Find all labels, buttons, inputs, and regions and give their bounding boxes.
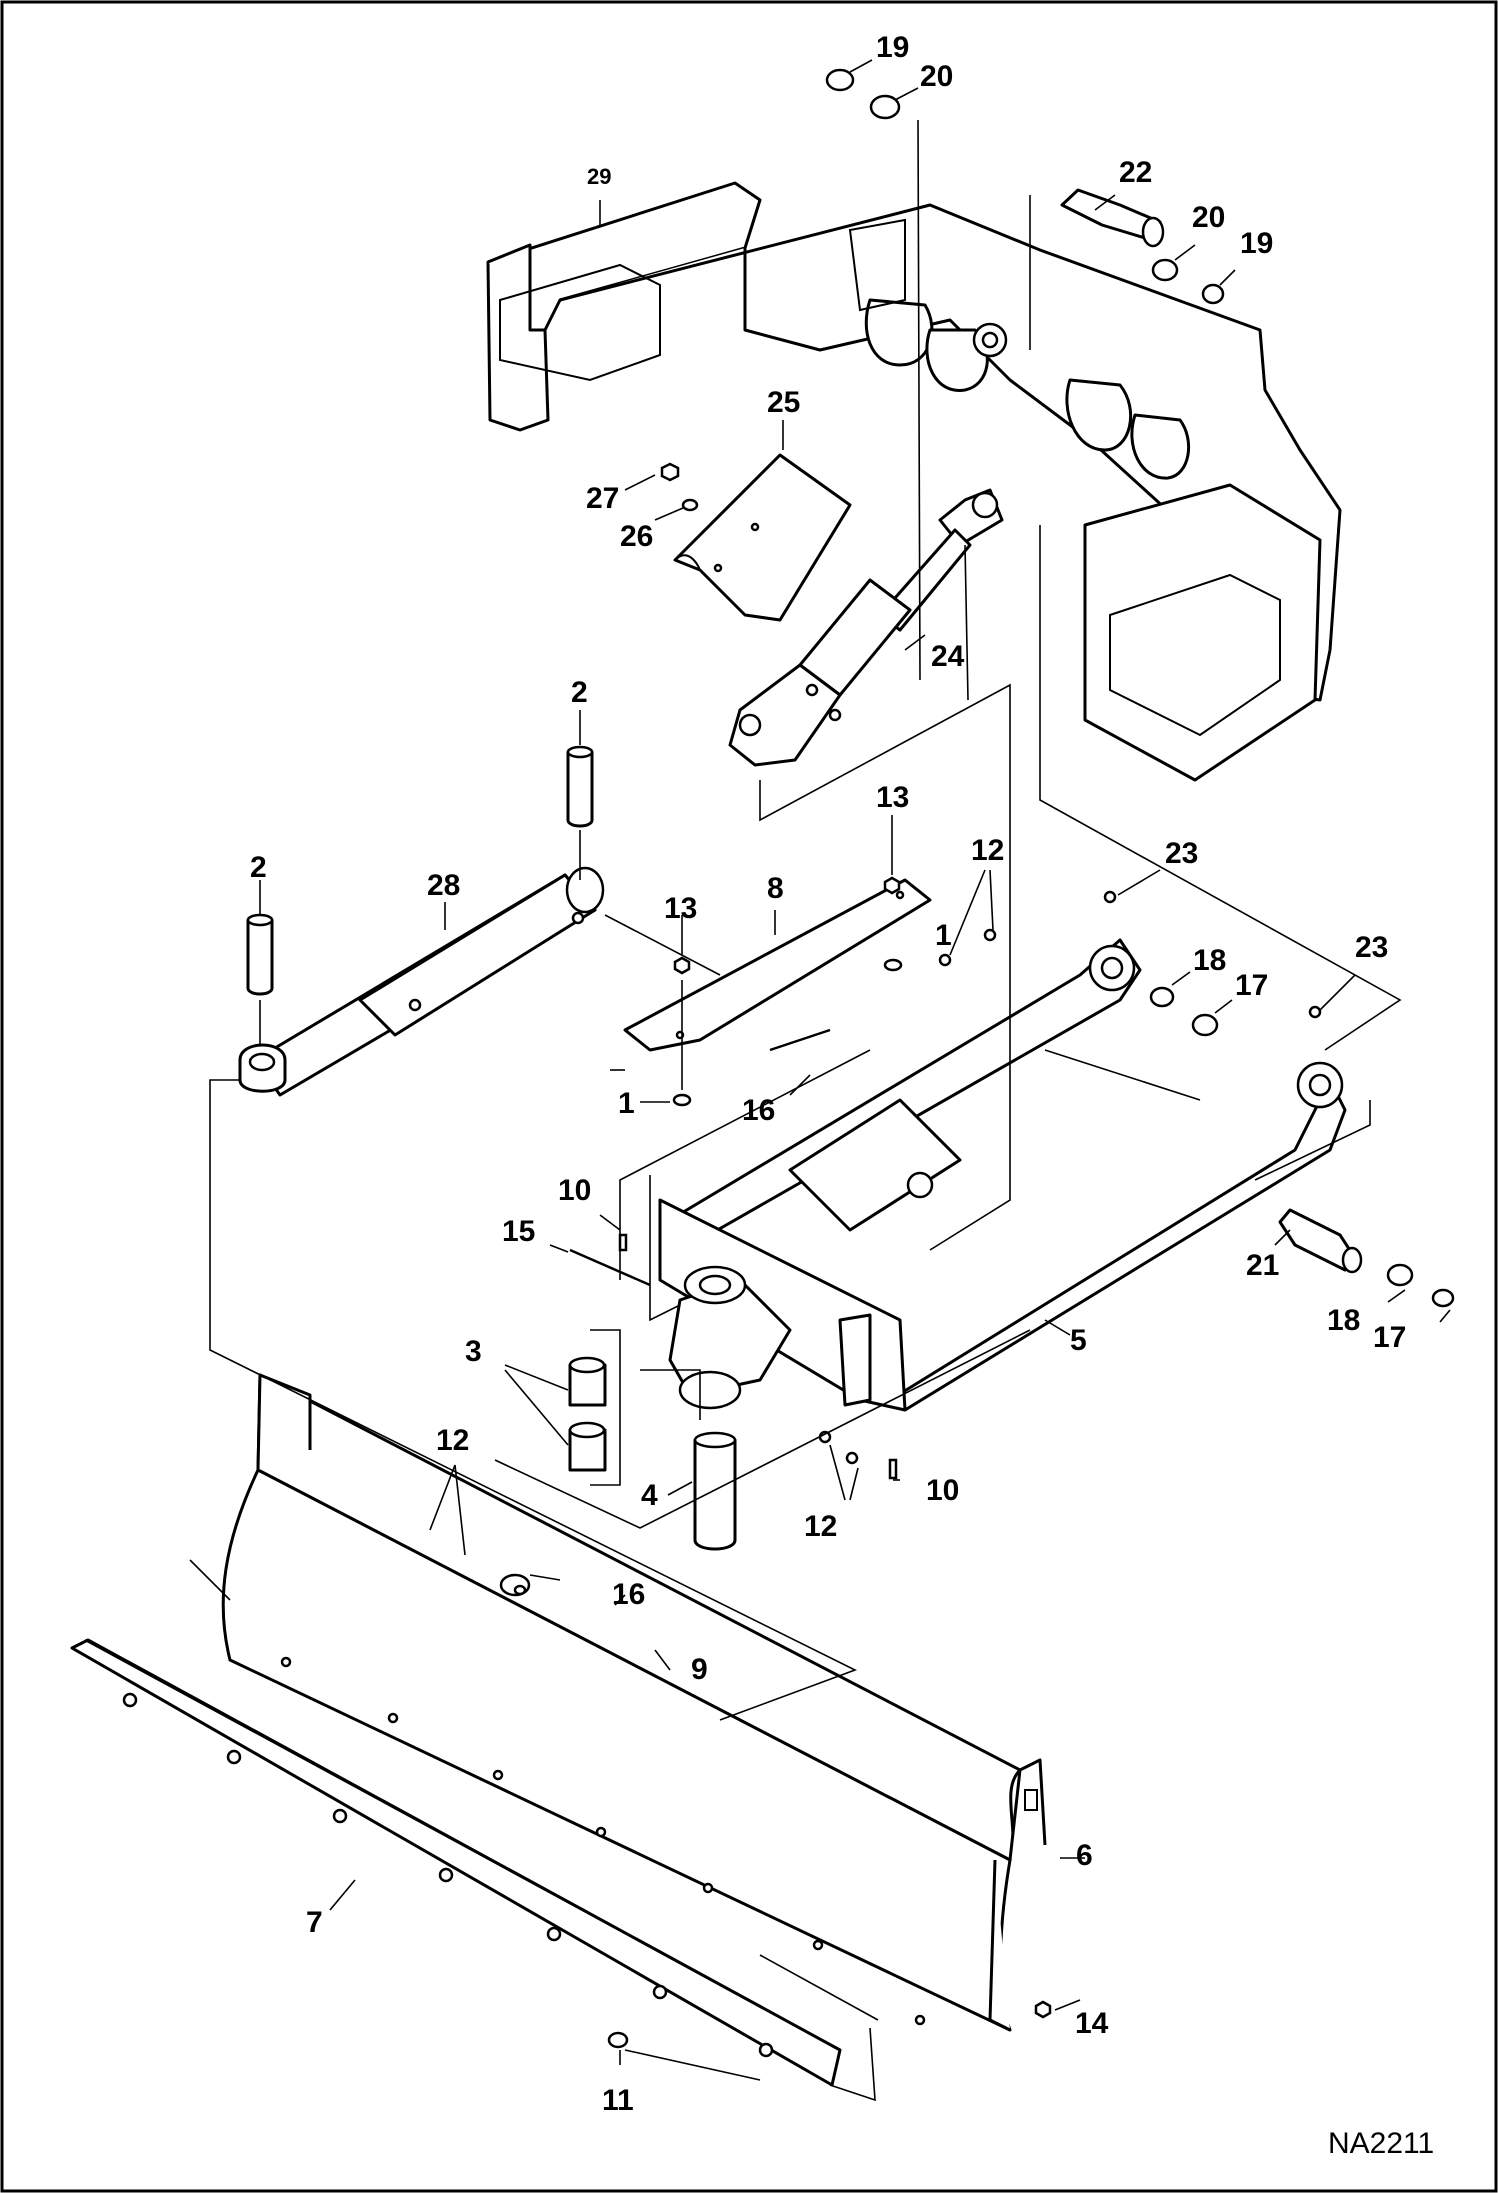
cylinder-cover-25 [673,453,852,622]
pins-2 [246,745,594,996]
callout-label: 9 [691,1653,708,1686]
pivot-pin-22 [1060,188,1225,305]
bushings-3 [568,1356,607,1472]
small-hardware [569,876,1322,1480]
callout-label: 10 [926,1474,959,1507]
callout-label: 12 [971,834,1004,867]
callout-label: 3 [465,1335,482,1368]
rings-top [825,68,901,120]
callout-label: 16 [612,1578,645,1611]
blade-arm-5 [658,938,1347,1412]
callout-label: 10 [558,1174,591,1207]
cutting-edge-7 [70,1638,1052,2087]
callout-label: 1 [618,1087,635,1120]
callout-label: 16 [742,1094,775,1127]
callout-label: 12 [436,1424,469,1457]
callout-label: 28 [427,869,460,902]
callout-label: 12 [804,1510,837,1543]
leader-lines [189,59,1451,2102]
callout-labels: 19 20 29 22 20 19 25 27 26 24 2 2 28 13 … [250,31,1434,2160]
pin-21 [1149,986,1455,1308]
dozer-blade-6 [221,1373,1047,2032]
callout-label: 18 [1327,1304,1360,1337]
callout-label: 25 [767,386,800,419]
lift-cylinder-24 [728,488,1004,767]
callout-label: 11 [602,2084,634,2117]
callout-label: 29 [587,164,611,189]
callout-label: 2 [250,851,267,884]
callout-label: 23 [1355,931,1388,964]
mount-plate-8 [623,878,932,1052]
callout-label: 18 [1193,944,1226,977]
swivel-mount [668,1265,792,1410]
callout-label: 20 [1192,201,1225,234]
callout-label: 22 [1119,156,1152,189]
callout-label: 26 [620,520,653,553]
callout-label: 1 [935,919,952,952]
main-frame [486,181,1342,782]
callout-label: 19 [876,31,909,64]
callout-label: 19 [1240,227,1273,260]
callout-label: 6 [1076,1839,1093,1872]
callout-label: 8 [767,872,784,905]
callout-label: 7 [306,1906,323,1939]
callout-label: 24 [931,640,965,673]
callout-label: 5 [1070,1324,1087,1357]
callout-label: 15 [502,1215,535,1248]
callout-label: 27 [586,482,619,515]
callout-label: 13 [876,781,909,814]
callout-label: 17 [1373,1321,1406,1354]
angle-cylinder-28 [238,866,605,1097]
callout-label: 23 [1165,837,1198,870]
callout-label: 17 [1235,969,1268,1002]
hardware-27-26 [660,462,699,512]
callout-label: 2 [571,676,588,709]
callout-label: 14 [1075,2007,1109,2040]
pin-4 [693,1431,737,1551]
callout-label: 4 [641,1479,658,1512]
callout-label: 13 [664,892,697,925]
callout-label: 20 [920,60,953,93]
drawing-code: NA2211 [1328,2127,1434,2160]
callout-label: 21 [1246,1249,1279,1282]
